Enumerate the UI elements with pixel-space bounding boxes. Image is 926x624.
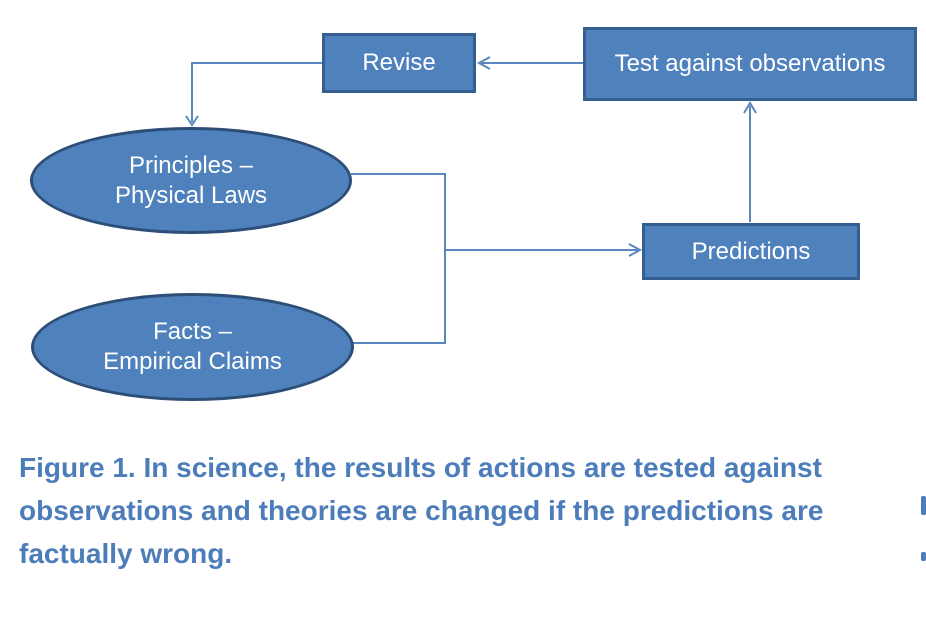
arrow-test-to-revise <box>476 56 583 70</box>
node-predictions: Predictions <box>642 223 860 280</box>
figure-caption-line-2: observations and theories are changed if… <box>19 495 824 526</box>
node-test-label: Test against observations <box>614 50 886 77</box>
figure-caption-line-3: factually wrong. <box>19 538 233 569</box>
node-principles-label-line1: Principles – <box>128 151 254 179</box>
figure-caption-line-1: Figure 1. In science, the results of act… <box>19 452 822 483</box>
node-principles-physical-laws: Principles – Physical Laws <box>30 127 352 234</box>
node-facts-label: Facts – Empirical Claims <box>103 317 282 377</box>
node-revise-label: Revise <box>362 49 436 76</box>
node-principles-label-line2: Physical Laws <box>114 181 268 209</box>
node-principles-label: Principles – Physical Laws <box>115 151 267 211</box>
figure-caption: Figure 1. In science, the results of act… <box>19 446 924 575</box>
node-facts-label-line1: Facts – <box>153 318 232 345</box>
node-facts-label-line2: Empirical Claims <box>103 348 282 375</box>
arrow-revise-to-principles <box>185 62 322 127</box>
clipped-text-fragment-1 <box>921 496 926 515</box>
connector-principles-facts-junction <box>351 173 446 344</box>
node-predictions-label: Predictions <box>691 237 811 265</box>
node-facts-empirical-claims: Facts – Empirical Claims <box>31 293 354 401</box>
node-revise: Revise <box>322 33 476 93</box>
arrow-predictions-to-test <box>743 101 757 222</box>
clipped-text-fragment-2 <box>921 552 926 561</box>
node-test-against-observations: Test against observations <box>583 27 917 101</box>
arrow-junction-to-predictions <box>445 243 643 257</box>
